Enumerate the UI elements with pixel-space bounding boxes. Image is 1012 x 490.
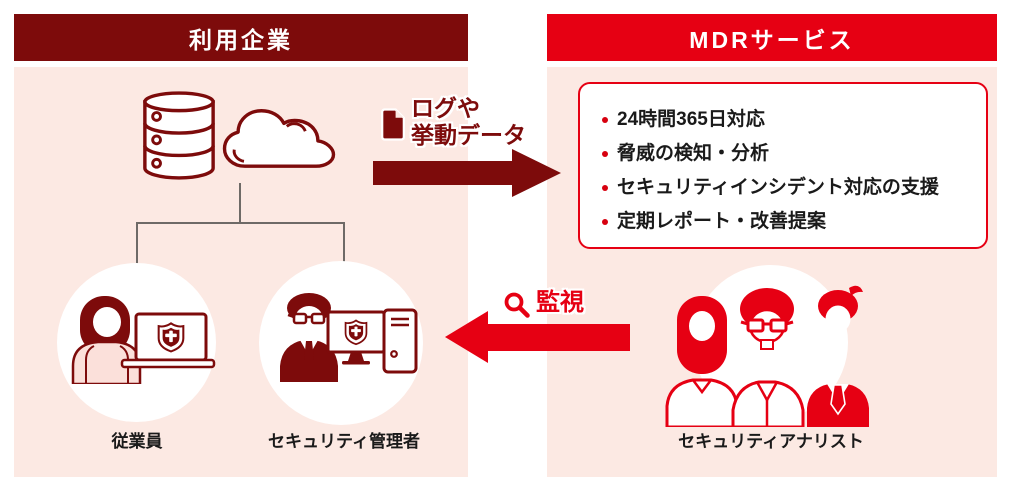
mdr-panel-header: MDRサービス xyxy=(547,14,997,61)
employee-label: 従業員 xyxy=(111,432,163,451)
analysts-group-icon xyxy=(665,285,869,427)
monitoring-arrow-bar xyxy=(487,324,630,351)
connector-line-left-branch xyxy=(136,222,138,268)
connector-line-vertical xyxy=(239,183,241,223)
monitoring-arrow-head xyxy=(445,311,488,363)
shield-icon xyxy=(344,319,368,346)
document-icon xyxy=(381,108,405,141)
logs-arrow-bar xyxy=(373,161,513,185)
logs-flow-label: ログや 挙動データ xyxy=(411,95,526,149)
service-item: セキュリティインシデント対応の支援 xyxy=(600,176,972,199)
analyst-man-suit xyxy=(807,285,869,427)
connector-line-horizontal xyxy=(136,222,345,224)
admin-label: セキュリティ管理者 xyxy=(268,432,420,451)
logs-flow-label-line1: ログや xyxy=(411,95,480,121)
company-panel-title: 利用企業 xyxy=(189,26,293,53)
laptop-base xyxy=(120,358,216,369)
monitoring-flow-label: 監視 xyxy=(536,289,584,316)
logs-flow-label-line2: 挙動データ xyxy=(411,122,526,148)
company-panel-header: 利用企業 xyxy=(14,14,468,61)
service-feature-box: 24時間365日対応 脅威の検知・分析 セキュリティインシデント対応の支援 定期… xyxy=(578,82,988,249)
glasses-icon xyxy=(287,312,331,325)
analyst-man-glasses xyxy=(731,288,805,427)
mdr-panel-title: MDRサービス xyxy=(689,26,855,53)
shield-icon xyxy=(157,322,185,353)
admin-tie xyxy=(304,341,314,368)
search-icon xyxy=(503,291,532,320)
service-item: 24時間365日対応 xyxy=(600,108,972,131)
analysts-label: セキュリティアナリスト xyxy=(678,432,864,451)
database-icon xyxy=(143,91,215,180)
admin-with-monitor-icon xyxy=(280,293,418,382)
analyst-woman xyxy=(665,296,739,427)
service-feature-list: 24時間365日対応 脅威の検知・分析 セキュリティインシデント対応の支援 定期… xyxy=(600,108,972,244)
logs-arrow-head xyxy=(512,149,561,197)
connector-line-right-branch xyxy=(343,222,345,268)
employee-with-laptop-icon xyxy=(71,296,216,384)
service-item: 定期レポート・改善提案 xyxy=(600,210,972,233)
service-item: 脅威の検知・分析 xyxy=(600,142,972,165)
cloud-icon xyxy=(222,109,336,168)
